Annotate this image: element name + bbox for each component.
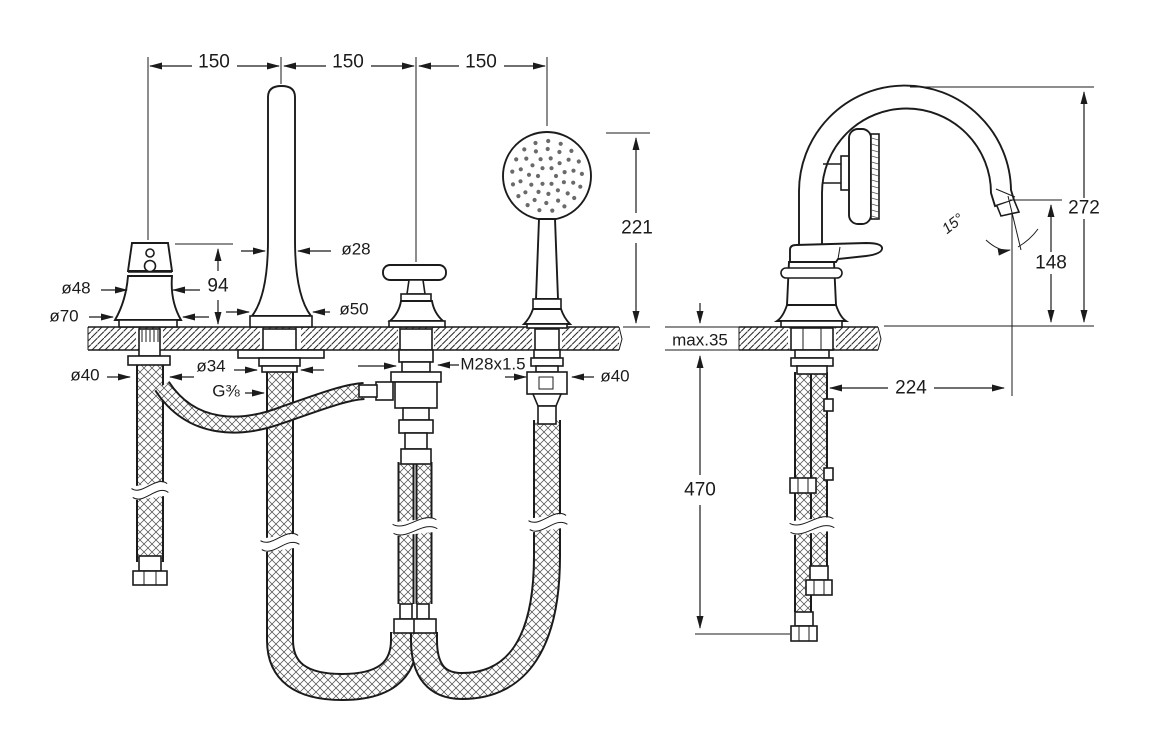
dim-outlet-angle: 15°: [939, 210, 967, 237]
shower-disc-ticks: [871, 137, 879, 219]
side-hoses: [789, 372, 835, 642]
dim-supply-hose-dia: ø40: [70, 366, 99, 385]
dim-spacing-3: 150: [465, 52, 497, 73]
hand-shower: [502, 131, 592, 425]
front-view: 150 150 150 94 ø48 ø70 ø40 ø28: [49, 52, 653, 702]
dim-deck-thickness: max.35: [672, 331, 728, 350]
dim-total-height: 272: [1068, 198, 1100, 219]
pipe-break-marks: [131, 481, 568, 553]
front-hoses: [131, 360, 568, 702]
front-dimensions: 150 150 150 94 ø48 ø70 ø40 ø28: [49, 52, 653, 401]
spray-dots: [510, 138, 585, 213]
dim-spout-reach: 224: [895, 378, 927, 399]
dim-supply-thread: G⅜: [212, 382, 240, 401]
dim-base-dia: ø70: [49, 307, 78, 326]
dim-spout-shank-dia: ø34: [196, 357, 225, 376]
dim-spout-dia: ø28: [341, 240, 370, 259]
dim-handle-height: 94: [207, 276, 229, 297]
lever-handle: [789, 242, 883, 263]
dim-outlet-height: 148: [1035, 253, 1067, 274]
dim-shower-shank-dia: ø40: [600, 367, 629, 386]
side-view: 272 148 15° max.35 224 470: [665, 84, 1100, 642]
gooseneck-spout: [798, 84, 1016, 263]
spout-front: [237, 85, 325, 373]
dim-spacing-1: 150: [198, 52, 230, 73]
dim-shower-height: 221: [621, 218, 653, 239]
dim-handle-dia: ø48: [61, 279, 90, 298]
dim-hose-length: 470: [684, 480, 716, 501]
diverter-front: [358, 264, 447, 465]
dim-spout-base-dia: ø50: [339, 300, 368, 319]
dim-spacing-2: 150: [332, 52, 364, 73]
mixer-handle: [113, 242, 183, 366]
faucet-side: [773, 84, 1021, 375]
dim-diverter-thread: M28x1.5: [460, 355, 525, 374]
side-dimensions: 272 148 15° max.35 224 470: [672, 86, 1100, 635]
